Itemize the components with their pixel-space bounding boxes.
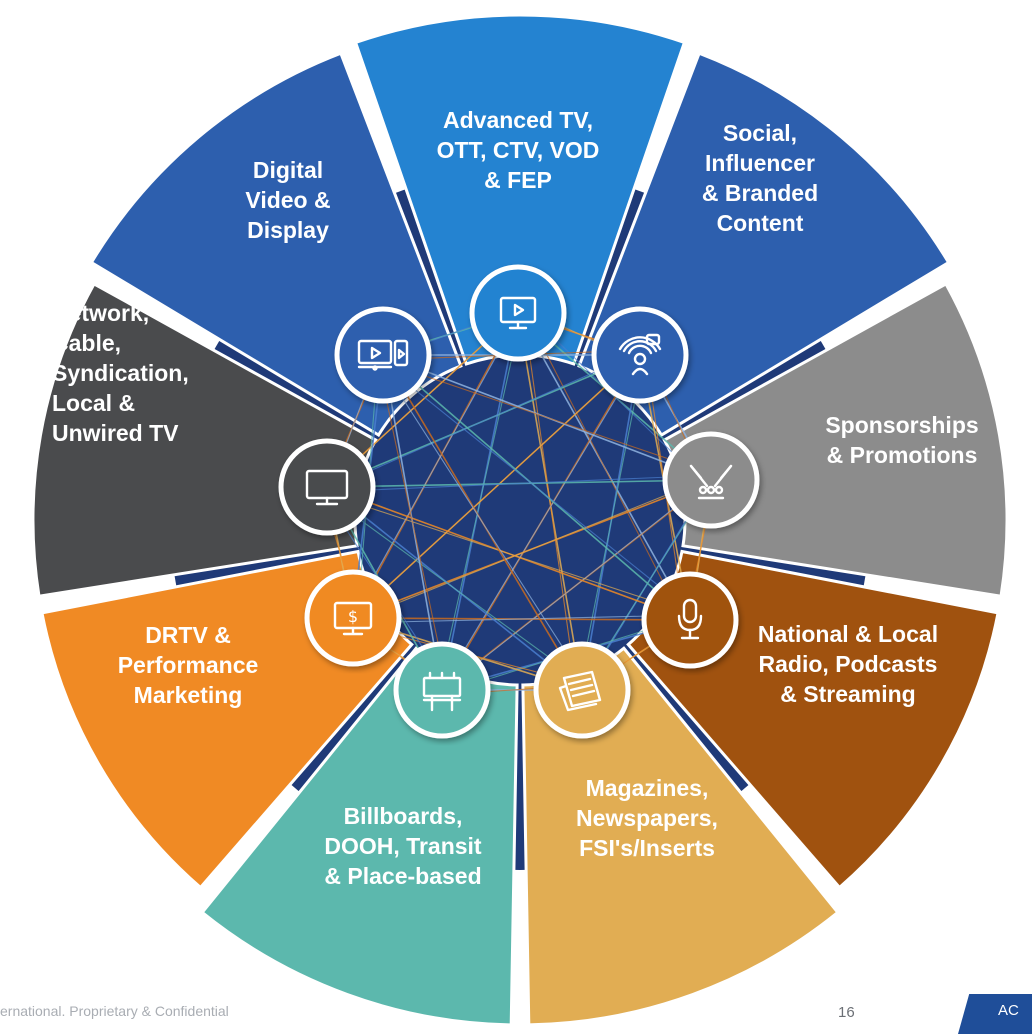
- connection-line: [377, 359, 588, 686]
- segment-label-billboards: Billboards, DOOH, Transit & Place-based: [324, 803, 482, 889]
- segment-label-line: Performance: [118, 652, 259, 678]
- segment-label-line: Newspapers,: [576, 805, 718, 831]
- segment-label-line: Radio, Podcasts: [759, 651, 938, 677]
- segment-label-line: & Promotions: [827, 442, 978, 468]
- segment-label-network-tv: Network, Cable, Syndication, Local & Unwired…: [52, 300, 189, 446]
- connection-line: [436, 349, 646, 696]
- connection-line: [377, 359, 448, 686]
- segment-label-line: Digital: [253, 157, 323, 183]
- segment-label-line: DOOH, Transit: [324, 833, 482, 859]
- segment-label-line: National & Local: [758, 621, 938, 647]
- connection-line: [347, 474, 717, 624]
- social-broadcast-icon: [591, 306, 689, 404]
- connection-line: [321, 491, 696, 616]
- segment-label-line: Sponsorships: [825, 412, 978, 438]
- connection-line: [522, 307, 686, 626]
- devices-play-icon: [334, 306, 432, 404]
- segment-label-advanced-tv: Advanced TV, OTT, CTV, VOD & FEP: [437, 107, 600, 193]
- confidential-footer: ernational. Proprietary & Confidential: [0, 1003, 229, 1019]
- segment-label-sponsorships: Sponsorships & Promotions: [825, 412, 978, 468]
- segment-label-line: Content: [717, 210, 804, 236]
- segment-label-line: & Streaming: [780, 681, 915, 707]
- segment-label-line: & Branded: [702, 180, 818, 206]
- corner-tab-label: AC: [998, 1002, 1019, 1019]
- segment-label-line: Syndication,: [52, 360, 189, 386]
- segment-label-line: Display: [247, 217, 329, 243]
- segment-label-line: Magazines,: [586, 775, 709, 801]
- connection-line: [347, 349, 646, 624]
- segment-label-line: FSI's/Inserts: [579, 835, 715, 861]
- newspaper-icon: [533, 641, 631, 739]
- microphone-icon: [641, 571, 739, 669]
- segment-label-line: & Place-based: [324, 863, 481, 889]
- segment-label-line: & FEP: [484, 167, 552, 193]
- connection-line: [321, 491, 588, 686]
- segment-label-line: Video &: [245, 187, 330, 213]
- segment-label-line: Social,: [723, 120, 797, 146]
- connection-line: [576, 349, 646, 696]
- tv-icon: [278, 438, 376, 536]
- page-number: 16: [838, 1004, 855, 1021]
- connection-line: [377, 359, 717, 476]
- sponsorship-stage-icon: [662, 431, 760, 529]
- segment-label-line: Unwired TV: [52, 420, 179, 446]
- segment-label-line: Network,: [52, 300, 149, 326]
- connection-line: [321, 349, 646, 493]
- segment-label-line: Influencer: [705, 150, 815, 176]
- segment-label-line: Cable,: [52, 330, 121, 356]
- svg-text:$: $: [348, 607, 358, 626]
- connection-line: [522, 307, 578, 696]
- segment-label-line: Local &: [52, 390, 135, 416]
- tv-play-icon: [469, 264, 567, 362]
- connection-line: [347, 307, 524, 624]
- segment-label-line: DRTV &: [145, 622, 231, 648]
- segment-label-line: Billboards,: [344, 803, 463, 829]
- connection-line: [377, 359, 696, 616]
- billboard-icon: [393, 641, 491, 739]
- corner-tab: AC: [958, 994, 1032, 1034]
- connection-line: [321, 474, 717, 493]
- segment-label-line: Advanced TV,: [443, 107, 593, 133]
- segment-label-magazines: Magazines, Newspapers, FSI's/Inserts: [576, 775, 718, 861]
- segment-label-line: OTT, CTV, VOD: [437, 137, 600, 163]
- segment-label-line: Marketing: [134, 682, 243, 708]
- tv-dollar-icon: $: [304, 569, 402, 667]
